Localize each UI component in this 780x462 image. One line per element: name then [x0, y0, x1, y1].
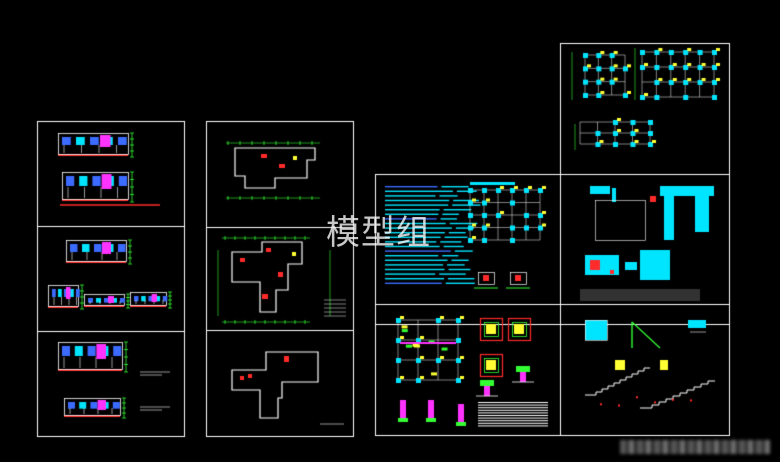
blurred-source-label: [620, 440, 770, 454]
